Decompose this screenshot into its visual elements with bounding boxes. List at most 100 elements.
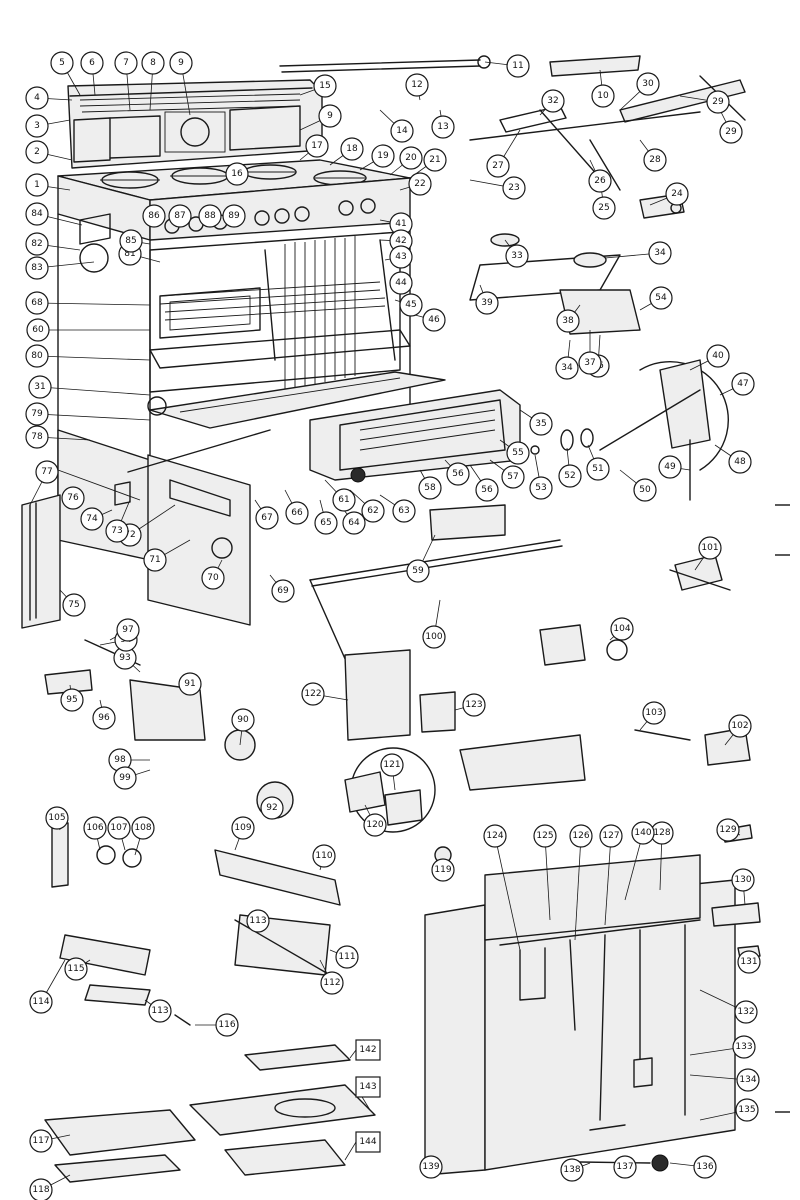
- callout-circle: [475, 478, 499, 502]
- part-callout: 119: [431, 858, 455, 882]
- callout-circle: [505, 244, 529, 268]
- callout-circle: [431, 115, 455, 139]
- callout-number: 135: [738, 1105, 755, 1115]
- duct-143: [459, 734, 586, 791]
- callout-circle: [613, 1155, 637, 1179]
- callout-number: 95: [66, 695, 77, 705]
- callout-circle: [131, 816, 155, 840]
- part-callout: 39: [475, 291, 499, 315]
- part-callout: 86: [142, 204, 166, 228]
- callout-circle: [555, 356, 579, 380]
- callout-circle: [105, 519, 129, 543]
- part-callout: 55: [506, 441, 530, 465]
- callout-circle: [719, 120, 743, 144]
- callout-number: 91: [184, 679, 195, 689]
- part-callout: 96: [92, 706, 116, 730]
- part-callout: 139: [419, 1155, 443, 1179]
- liner-119: [54, 1154, 181, 1183]
- callout-number: 44: [395, 278, 407, 288]
- boxed-part-label: 144: [355, 1131, 381, 1153]
- callout-number: 15: [319, 81, 330, 91]
- part-callout: 133: [732, 1035, 756, 1059]
- callout-number: 31: [34, 382, 45, 392]
- rack-142: [244, 1044, 351, 1071]
- callout-number: 53: [535, 483, 546, 493]
- callout-circle: [591, 84, 615, 108]
- rack-143: [189, 1084, 376, 1136]
- part-callout: 29: [719, 120, 743, 144]
- callout-circle: [25, 202, 49, 226]
- rail-101: [309, 539, 563, 671]
- callout-circle: [732, 1035, 756, 1059]
- part-callout: 34: [648, 241, 672, 265]
- callout-circle: [599, 824, 623, 848]
- callout-circle: [231, 708, 255, 732]
- callout-number: 49: [664, 462, 676, 472]
- callout-number: 83: [31, 263, 42, 273]
- callout-number: 30: [642, 79, 654, 89]
- callout-circle: [318, 104, 342, 128]
- callout-circle: [648, 241, 672, 265]
- callout-number: 87: [174, 211, 185, 221]
- callout-number: 1: [34, 180, 40, 190]
- callout-number: 116: [218, 1020, 235, 1030]
- callout-circle: [610, 617, 634, 641]
- callout-number: 72: [124, 530, 135, 540]
- range-lower-panel: [57, 429, 271, 626]
- part-callout: 45: [399, 293, 423, 317]
- callout-circle: [636, 72, 660, 96]
- part-callout: 13: [431, 115, 455, 139]
- callout-number: 62: [367, 506, 378, 516]
- callout-circle: [483, 824, 507, 848]
- callout-number: 100: [425, 632, 442, 642]
- callout-circle: [698, 536, 722, 560]
- callout-circle: [588, 169, 612, 193]
- callout-number: 9: [327, 111, 333, 121]
- callout-circle: [320, 971, 344, 995]
- part-callout: 59: [406, 559, 430, 583]
- part-callout: 47: [731, 372, 755, 396]
- callout-circle: [541, 89, 565, 113]
- callout-circle: [335, 945, 359, 969]
- callout-number: 121: [383, 760, 400, 770]
- callout-number: 52: [564, 471, 575, 481]
- part-callout: 135: [735, 1098, 759, 1122]
- callout-number: 41: [395, 219, 406, 229]
- callout-circle: [64, 957, 88, 981]
- callout-circle: [198, 204, 222, 228]
- callout-number: 9: [178, 58, 184, 68]
- part-callout: 79: [25, 402, 49, 426]
- part-callout: 19: [371, 144, 395, 168]
- callout-number: 54: [655, 293, 667, 303]
- part-callout: 11: [506, 54, 530, 78]
- callout-number: 123: [465, 700, 482, 710]
- callout-circle: [633, 478, 657, 502]
- callout-circle: [475, 291, 499, 315]
- burner-tube-11: [279, 55, 491, 73]
- callout-circle: [255, 506, 279, 530]
- bracket-10: [549, 55, 641, 77]
- callout-circle: [361, 499, 385, 523]
- part-callout: 56: [475, 478, 499, 502]
- callout-circle: [143, 548, 167, 572]
- callout-number: 34: [654, 248, 666, 258]
- callout-circle: [728, 450, 752, 474]
- callout-circle: [419, 1155, 443, 1179]
- callout-number: 122: [304, 689, 321, 699]
- callout-number: 108: [134, 823, 151, 833]
- callout-circle: [119, 229, 143, 253]
- part-callout: 25: [592, 196, 616, 220]
- part-callout: 5: [50, 51, 74, 75]
- part-callout: 9: [318, 104, 342, 128]
- callout-number: 18: [346, 144, 358, 154]
- callout-number: 16: [231, 169, 243, 179]
- callout-number: 125: [536, 831, 553, 841]
- callout-number: 7: [123, 58, 129, 68]
- box-leader: [349, 1049, 357, 1059]
- part-callout: 3: [25, 114, 49, 138]
- callout-number: 60: [32, 325, 44, 335]
- part-callout: 82: [25, 232, 49, 256]
- callout-circle: [399, 146, 423, 170]
- callout-number: 107: [110, 823, 127, 833]
- part-callout: 85: [119, 229, 143, 253]
